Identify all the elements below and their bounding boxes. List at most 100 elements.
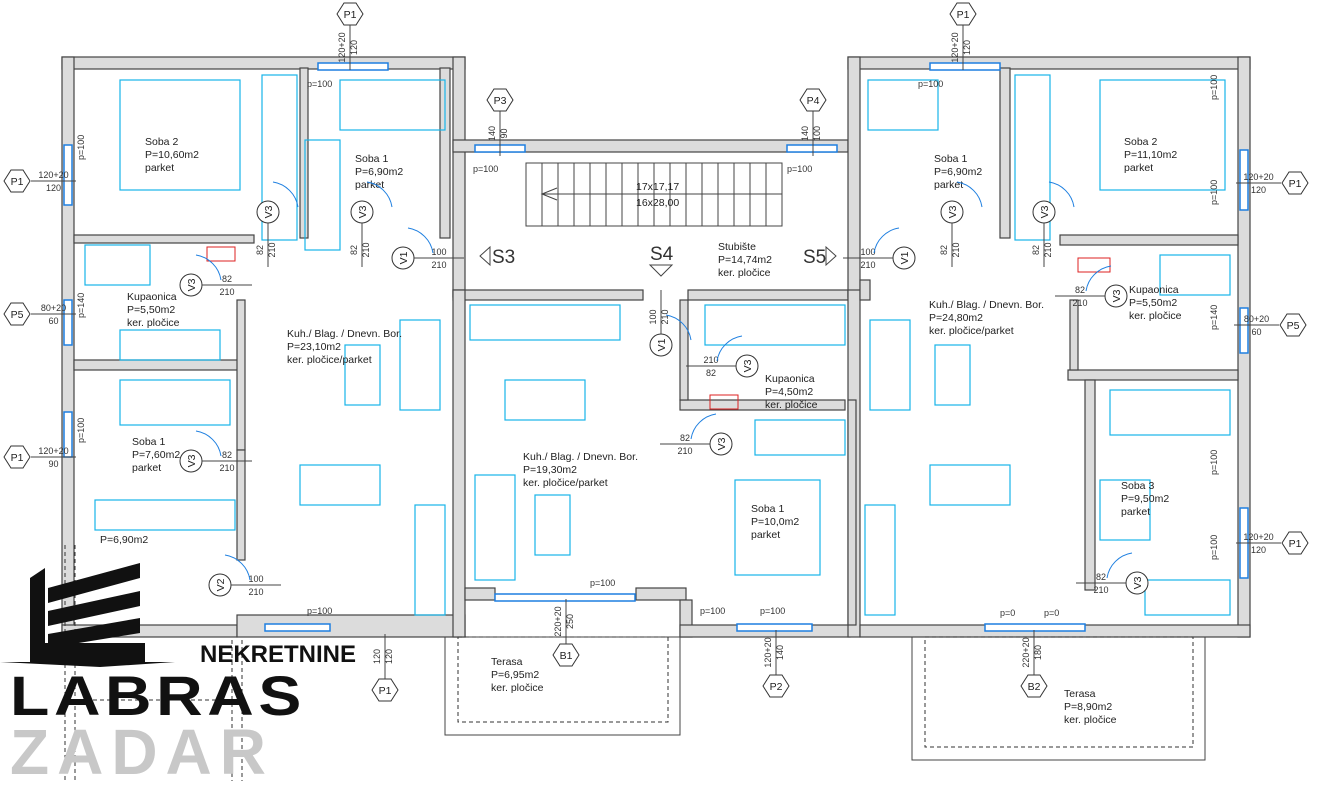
sill-height-label: p=100	[307, 606, 332, 616]
wall	[999, 67, 1011, 239]
sill-height-label: p=100	[76, 135, 86, 160]
door-label: V1	[899, 251, 911, 264]
door-label: V3	[1132, 576, 1144, 589]
dim-label: 140	[800, 126, 810, 141]
dim-bottom: 120	[1251, 545, 1266, 555]
room-label-line: Terasa	[491, 656, 523, 668]
marker-label: P1	[344, 9, 357, 21]
dim-top: 82	[222, 274, 232, 284]
dim-top: 100	[248, 574, 263, 584]
wall	[61, 56, 466, 70]
staircase	[525, 162, 783, 227]
door-label: V3	[1111, 289, 1123, 302]
sill-height-label: p=0	[1044, 608, 1059, 618]
marker-label: P4	[807, 95, 820, 107]
room-label-line: Kuh./ Blag. / Dnevn. Bor.	[287, 328, 402, 340]
dim-bottom: 60	[48, 316, 58, 326]
room-label-line: P=11,10m2	[1124, 149, 1177, 161]
dim-label: 120	[962, 40, 972, 55]
hexagon-icon	[1020, 674, 1048, 698]
furniture-item	[261, 74, 298, 241]
dim-bottom: 82	[706, 368, 716, 378]
room-label-line: ker. pločice	[491, 682, 544, 694]
furniture-item	[1014, 74, 1051, 241]
terrace-outline	[444, 636, 681, 736]
stair-rise: 17x17,17	[636, 181, 679, 193]
wall	[73, 359, 245, 371]
room-label-line: Kupaonica	[765, 373, 815, 385]
furniture-item	[1099, 479, 1151, 541]
furniture-item	[934, 344, 971, 406]
room-label-line: ker. pločice	[1064, 714, 1117, 726]
section-marker: S3	[492, 247, 515, 268]
hexagon-icon	[1279, 313, 1307, 337]
dim-top: 82	[222, 450, 232, 460]
dim-label: 210	[1043, 242, 1053, 257]
wall	[1059, 234, 1239, 246]
door-label: V3	[357, 205, 369, 218]
furniture-item	[119, 379, 231, 426]
furniture-item	[94, 499, 236, 531]
sill-height-label: p=100	[76, 418, 86, 443]
furniture-item	[304, 139, 341, 251]
furniture-item	[1109, 389, 1231, 436]
wall	[847, 56, 861, 298]
radiator	[1077, 257, 1111, 273]
door-swing	[716, 335, 743, 362]
room-label-line: P=6,90m2	[100, 534, 148, 546]
room-label-line: Soba 3	[1121, 480, 1154, 492]
wall	[236, 299, 246, 451]
dim-label: 180	[1033, 645, 1043, 660]
dim-bottom: 210	[677, 446, 692, 456]
dim-top: 120+20	[38, 446, 68, 456]
furniture-item	[754, 419, 846, 456]
room-label-line: P=7,60m2	[132, 449, 180, 461]
dim-bottom: 90	[48, 459, 58, 469]
dim-label: 120	[372, 649, 382, 664]
door-label: V3	[716, 437, 728, 450]
dim-label: 90	[499, 128, 509, 138]
stair-arrow	[540, 187, 782, 201]
dim-bottom: 60	[1251, 327, 1261, 337]
marker-label: P1	[11, 452, 24, 464]
door-label: V3	[742, 359, 754, 372]
dim-label: 120+20	[763, 637, 773, 667]
furniture-item	[469, 304, 621, 341]
furniture-item	[867, 79, 939, 131]
hexagon-icon	[3, 445, 31, 469]
room-label-line: Soba 2	[1124, 136, 1157, 148]
wall	[679, 399, 846, 411]
room-label-line: P=23,10m2	[287, 341, 341, 353]
wall	[236, 449, 246, 561]
window	[317, 62, 389, 71]
marker-label: P5	[1287, 320, 1300, 332]
dim-label: 120+20	[950, 32, 960, 62]
door-swing	[1048, 181, 1075, 208]
furniture-item	[474, 474, 516, 581]
room-label-line: Kupaonica	[127, 291, 177, 303]
door-label: V3	[186, 454, 198, 467]
room-label-line: P=4,50m2	[765, 386, 813, 398]
wall	[1069, 299, 1079, 371]
marker-label: B1	[560, 650, 573, 662]
dim-label: 120	[384, 649, 394, 664]
dim-top: 82	[680, 433, 690, 443]
marker-label: B2	[1028, 681, 1041, 693]
room-label-line: Stubište	[718, 241, 756, 253]
room-label-line: parket	[1124, 162, 1153, 174]
room-label-line: P=10,60m2	[145, 149, 199, 161]
furniture-item	[344, 344, 381, 406]
room-label-line: P=6,95m2	[491, 669, 539, 681]
room-label-line: Soba 1	[355, 153, 388, 165]
